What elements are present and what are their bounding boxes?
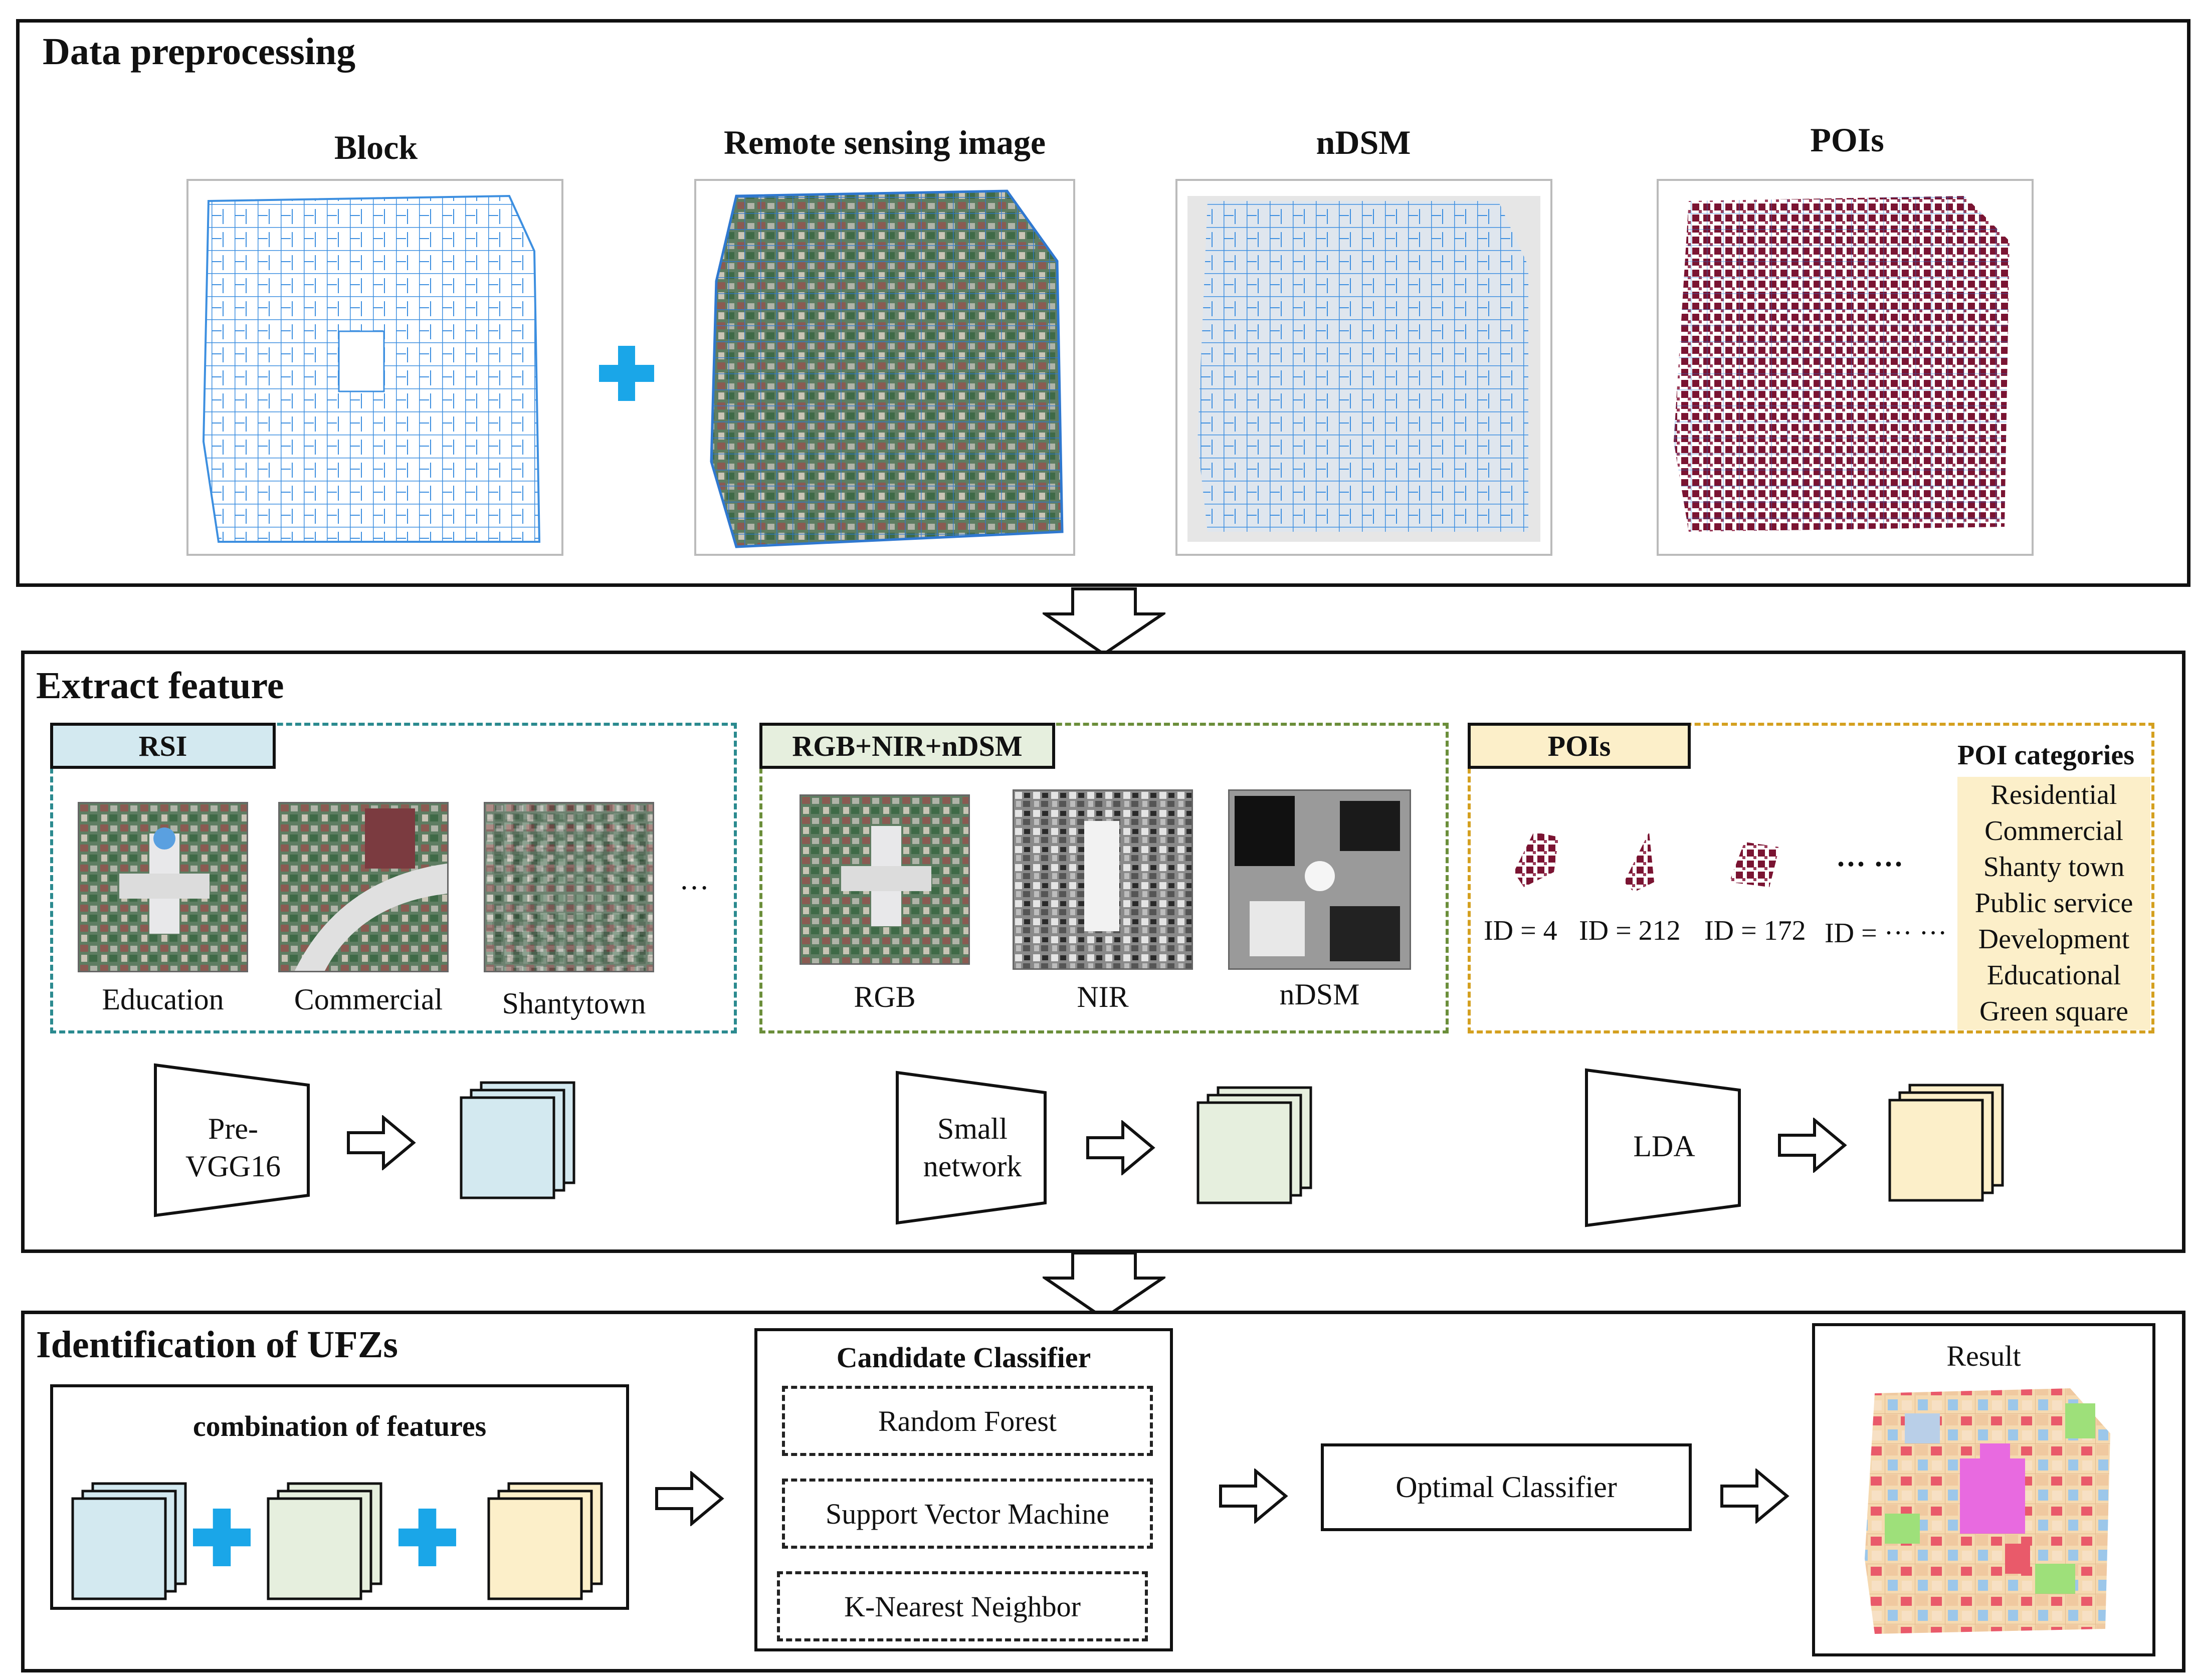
result-title: Result — [1946, 1340, 2021, 1372]
commercial-sample-image — [278, 802, 449, 972]
candidate-classifier-box — [754, 1328, 1173, 1651]
down-arrow-2 — [1040, 1250, 1168, 1321]
poi-category-shanty-town: Shanty town — [1983, 852, 2125, 883]
remote-sensing-label: Remote sensing image — [723, 123, 1046, 161]
knn-option: K-Nearest Neighbor — [777, 1571, 1148, 1641]
poi-id-212: ID = 212 — [1579, 915, 1681, 946]
poi-category-development: Development — [1978, 924, 2130, 955]
rsi-combined-stack-icon — [71, 1482, 187, 1600]
down-arrow-1 — [1040, 586, 1168, 657]
lda-model-label: LDA — [1633, 1130, 1695, 1163]
arrow-right-icon — [655, 1471, 724, 1526]
poi-categories-list: Residential Commercial Shanty town Publi… — [1957, 777, 2150, 1030]
poi-id-172: ID = 172 — [1704, 915, 1806, 946]
poi-combined-stack-icon — [487, 1482, 603, 1600]
arrow-right-icon — [347, 1115, 416, 1170]
pois-label: POIs — [1810, 121, 1884, 159]
poi-shape-id212-image — [1614, 822, 1664, 897]
ndsm-label: nDSM — [1316, 123, 1411, 161]
result-box — [1812, 1323, 2155, 1656]
rgb-caption: RGB — [854, 980, 916, 1013]
shantytown-sample-image — [484, 802, 654, 972]
rsi-ellipsis: … — [679, 863, 709, 896]
arrow-right-icon — [1720, 1468, 1789, 1524]
vgg16-model-text: Pre- VGG16 — [185, 1112, 281, 1183]
pois-map-image — [1657, 179, 2034, 556]
poi-category-educational: Educational — [1986, 960, 2121, 991]
poi-shape-id4-image — [1504, 822, 1564, 892]
rgb-feature-stack-icon — [1197, 1086, 1312, 1204]
poi-shape-id172-image — [1724, 827, 1784, 892]
combination-title: combination of features — [192, 1410, 487, 1442]
rsi-group — [50, 723, 737, 1033]
plus-icon — [599, 346, 654, 401]
nir-caption: NIR — [1077, 980, 1129, 1013]
remote-sensing-image — [694, 179, 1075, 556]
arrow-right-icon — [1778, 1118, 1847, 1173]
optimal-classifier-label: Optimal Classifier — [1396, 1471, 1617, 1504]
commercial-caption: Commercial — [294, 983, 443, 1016]
ndsm-caption: nDSM — [1279, 978, 1360, 1011]
extract-feature-title: Extract feature — [36, 665, 284, 707]
data-preprocessing-title: Data preprocessing — [43, 31, 356, 73]
combination-box — [50, 1384, 629, 1610]
block-label: Block — [334, 128, 418, 166]
small-network-model-label: Small network — [895, 1110, 1050, 1185]
rsi-feature-stack-icon — [460, 1081, 575, 1199]
poi-category-public-service: Public service — [1974, 888, 2133, 919]
rgb-combined-stack-icon — [267, 1482, 382, 1600]
poi-id-4: ID = 4 — [1484, 915, 1557, 946]
education-caption: Education — [102, 983, 224, 1016]
rgb-nir-ndsm-group — [759, 723, 1449, 1033]
pois-group — [1468, 723, 2154, 1033]
rgb-sample-image — [800, 794, 970, 965]
poi-categories-title: POI categories — [1957, 740, 2134, 771]
vgg16-model-shape — [154, 1063, 310, 1217]
poi-shape-ellipsis: ··· ··· — [1836, 848, 1904, 881]
poi-id-more: ID = ··· ··· — [1825, 918, 1947, 949]
ndsm-image — [1175, 179, 1552, 556]
poi-feature-stack-icon — [1888, 1084, 2004, 1202]
poi-category-green-square: Green square — [1979, 996, 2128, 1027]
shantytown-caption: Shantytown — [502, 987, 646, 1020]
block-map-image — [186, 179, 563, 556]
rgb-nir-ndsm-tag: RGB+NIR+nDSM — [759, 723, 1055, 769]
arrow-right-icon — [1219, 1468, 1288, 1524]
poi-category-residential: Residential — [1990, 779, 2117, 810]
nir-sample-image — [1013, 789, 1193, 970]
svm-option: Support Vector Machine — [782, 1479, 1153, 1549]
lda-model-shape — [1585, 1068, 1741, 1227]
plus-icon — [398, 1509, 456, 1566]
plus-icon — [193, 1509, 251, 1566]
optimal-classifier-box: Optimal Classifier — [1321, 1443, 1692, 1531]
arrow-right-icon — [1086, 1120, 1155, 1175]
ndsm-sample-image — [1228, 789, 1411, 970]
rsi-tag: RSI — [50, 723, 276, 769]
small-network-model-text: Small network — [923, 1112, 1022, 1183]
result-map-image — [1855, 1383, 2115, 1644]
small-network-model-shape — [896, 1071, 1047, 1225]
education-sample-image — [78, 802, 248, 972]
random-forest-option: Random Forest — [782, 1386, 1153, 1456]
candidate-classifier-title: Candidate Classifier — [836, 1341, 1091, 1374]
identification-title: Identification of UFZs — [36, 1324, 398, 1366]
vgg16-model-label: Pre- VGG16 — [153, 1110, 313, 1185]
pois-tag: POIs — [1468, 723, 1691, 769]
poi-category-commercial: Commercial — [1984, 815, 2123, 847]
